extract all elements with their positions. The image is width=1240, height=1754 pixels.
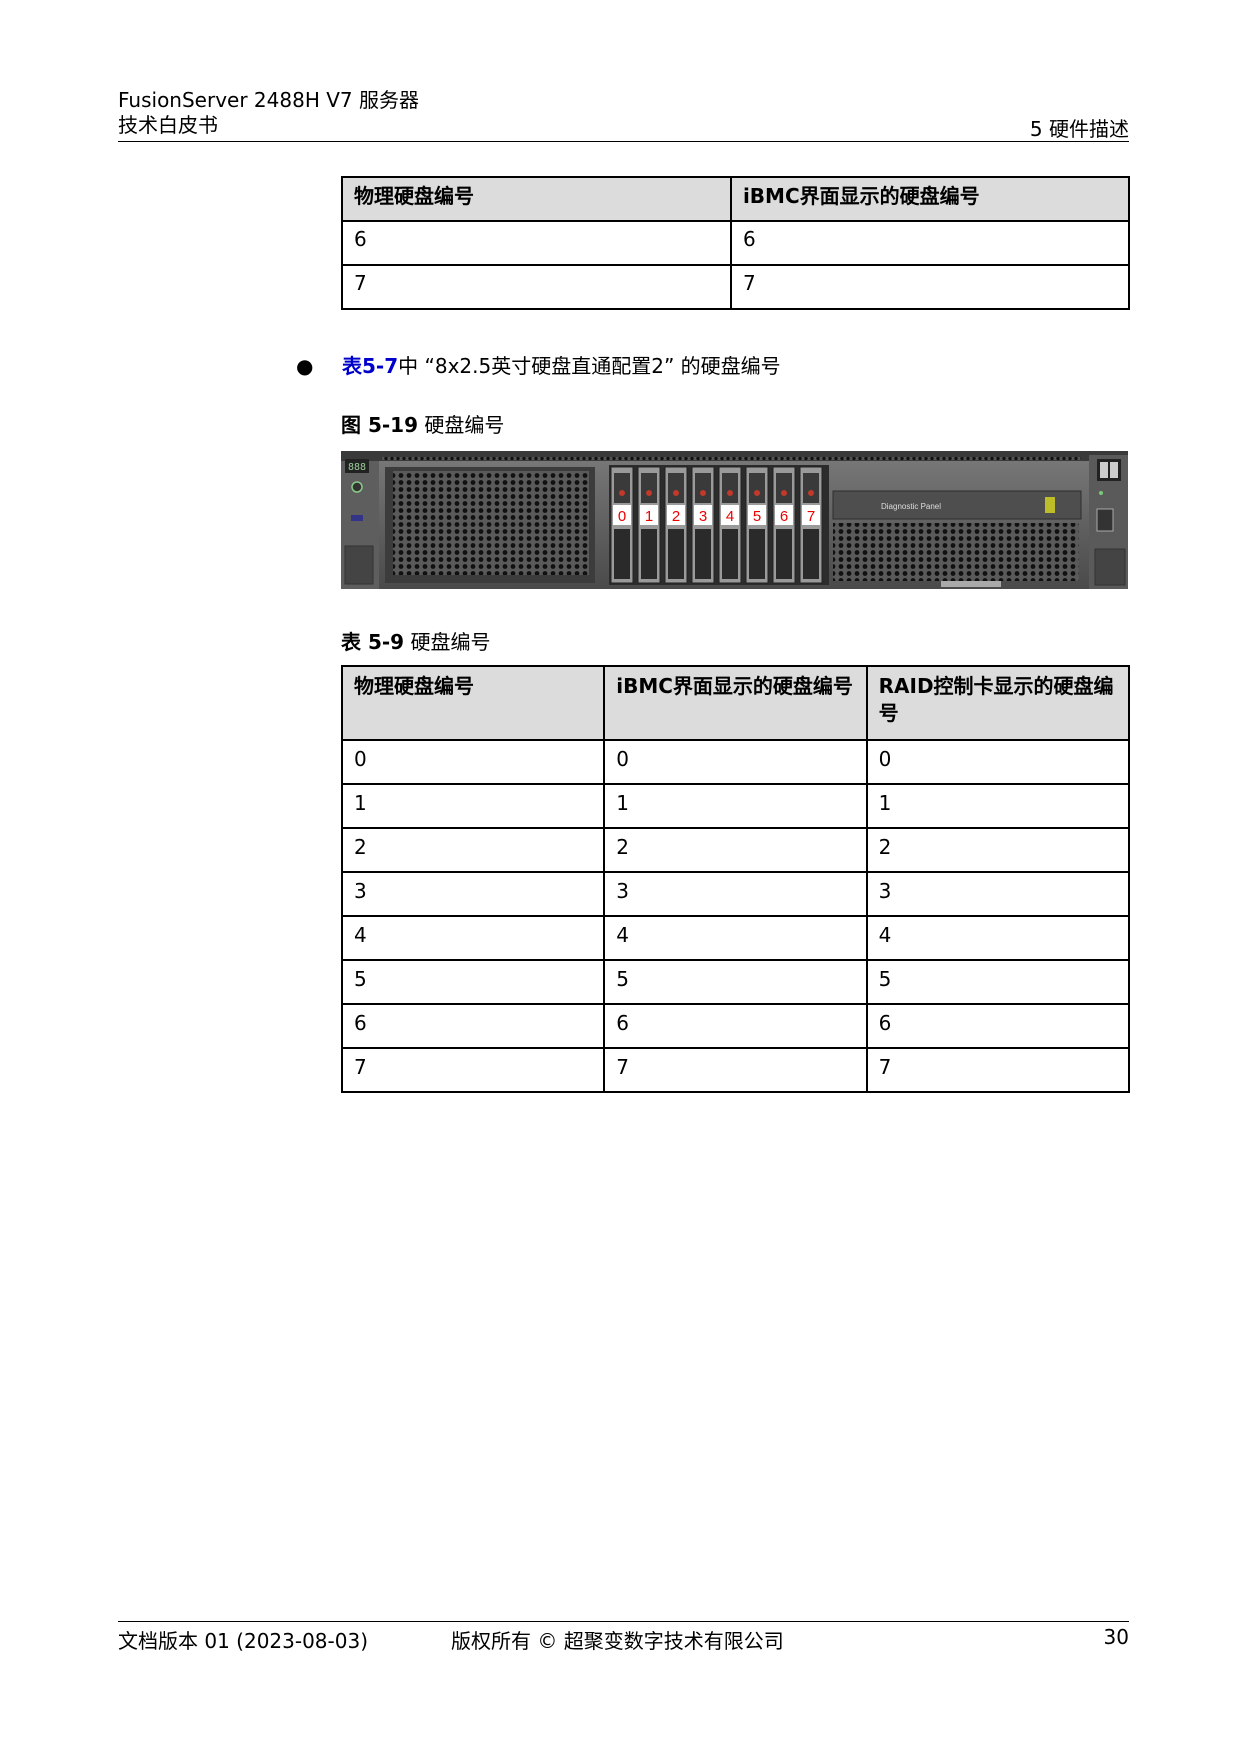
table-cell: 1 xyxy=(865,783,1131,829)
document-type: 技术白皮书 xyxy=(118,113,218,137)
disk-slot: 3 xyxy=(691,466,715,584)
table-cell: 0 xyxy=(865,739,1131,785)
disk-slot-label: 5 xyxy=(753,508,761,525)
table-cell: 6 xyxy=(340,1003,606,1049)
diagnostic-panel-label: Diagnostic Panel xyxy=(881,502,941,511)
disk-slot: 4 xyxy=(718,466,742,584)
page-number: 30 xyxy=(1103,1625,1129,1649)
table-cell: 0 xyxy=(340,739,606,785)
table-cell: 5 xyxy=(865,959,1131,1005)
table-cell: 1 xyxy=(340,783,606,829)
uid-led-icon xyxy=(351,515,363,521)
header-rule xyxy=(118,141,1129,142)
product-name: FusionServer 2488H V7 服务器 xyxy=(118,88,419,112)
table-cell: 7 xyxy=(865,1047,1131,1093)
table-cell: 2 xyxy=(340,827,606,873)
disk-number-table-continued: 物理硬盘编号 iBMC界面显示的硬盘编号 6 6 7 7 xyxy=(341,176,1131,310)
table-cell: 7 xyxy=(341,264,732,310)
disk-slot: 7 xyxy=(799,466,823,584)
copyright-notice: 版权所有 © 超聚变数字技术有限公司 xyxy=(451,1629,784,1653)
table-cell: 4 xyxy=(340,915,606,961)
bullet-icon: ● xyxy=(296,354,314,378)
table-cell: 6 xyxy=(341,220,732,266)
table-cell: 2 xyxy=(865,827,1131,873)
figure-caption: 图 5-19 硬盘编号 xyxy=(341,411,504,439)
server-front-panel-image: 888 0 1 2 3 4 5 6 7 Diagnostic Panel xyxy=(341,451,1128,589)
table-cell: 4 xyxy=(865,915,1131,961)
section-title: 5 硬件描述 xyxy=(1029,117,1129,141)
table-row: 7 7 xyxy=(341,264,1131,310)
table-cell: 7 xyxy=(340,1047,606,1093)
page-header: FusionServer 2488H V7 服务器 技术白皮书 5 硬件描述 xyxy=(118,88,1129,142)
table-cell: 5 xyxy=(340,959,606,1005)
table-reference-link[interactable]: 表5-7 xyxy=(342,354,399,378)
status-display: 888 xyxy=(348,462,366,473)
disk-slot-label: 4 xyxy=(726,508,734,525)
disk-slot: 5 xyxy=(745,466,769,584)
footer-rule xyxy=(118,1621,1129,1622)
disk-slot: 0 xyxy=(610,466,634,584)
table-cell: 4 xyxy=(603,915,868,961)
table-cell: 6 xyxy=(603,1003,868,1049)
table-cell: 7 xyxy=(729,264,1131,310)
table-cell: 3 xyxy=(603,871,868,917)
disk-slot-label: 6 xyxy=(780,508,788,525)
disk-slot: 2 xyxy=(664,466,688,584)
table-caption: 表 5-9 硬盘编号 xyxy=(341,628,490,656)
table-cell: 6 xyxy=(729,220,1131,266)
figure-number: 图 5-19 xyxy=(341,413,419,437)
disk-slot-label: 7 xyxy=(807,508,815,525)
power-button-icon xyxy=(351,481,363,493)
table-cell: 5 xyxy=(603,959,868,1005)
server-front-panel-figure: 888 0 1 2 3 4 5 6 7 Diagnostic Panel xyxy=(341,451,1128,589)
table-cell: 3 xyxy=(865,871,1131,917)
table-cell: 7 xyxy=(603,1047,868,1093)
figure-title: 硬盘编号 xyxy=(424,413,505,437)
column-header: 物理硬盘编号 xyxy=(340,665,606,741)
disk-slot: 1 xyxy=(637,466,661,584)
table-cell: 0 xyxy=(603,739,868,785)
table-title: 硬盘编号 xyxy=(410,630,491,654)
disk-slot-label: 2 xyxy=(672,508,680,525)
table-cell: 2 xyxy=(603,827,868,873)
document-version: 文档版本 01 (2023-08-03) xyxy=(118,1629,368,1653)
table-cell: 1 xyxy=(603,783,868,829)
column-header: RAID控制卡显示的硬盘编号 xyxy=(865,665,1131,741)
disk-slot: 6 xyxy=(772,466,796,584)
disk-slot-label: 1 xyxy=(645,508,653,525)
table-row: 6 6 xyxy=(341,220,1131,266)
table-cell: 6 xyxy=(865,1003,1131,1049)
disk-slot-label: 3 xyxy=(699,508,707,525)
table-cell: 3 xyxy=(340,871,606,917)
table-number: 表 5-9 xyxy=(341,630,405,654)
column-header: iBMC界面显示的硬盘编号 xyxy=(603,665,868,741)
bullet-text: 中 “8x2.5英寸硬盘直通配置2” 的硬盘编号 xyxy=(398,354,781,378)
column-header: iBMC界面显示的硬盘编号 xyxy=(729,176,1131,222)
disk-slot-label: 0 xyxy=(618,508,626,525)
column-header: 物理硬盘编号 xyxy=(341,176,732,222)
